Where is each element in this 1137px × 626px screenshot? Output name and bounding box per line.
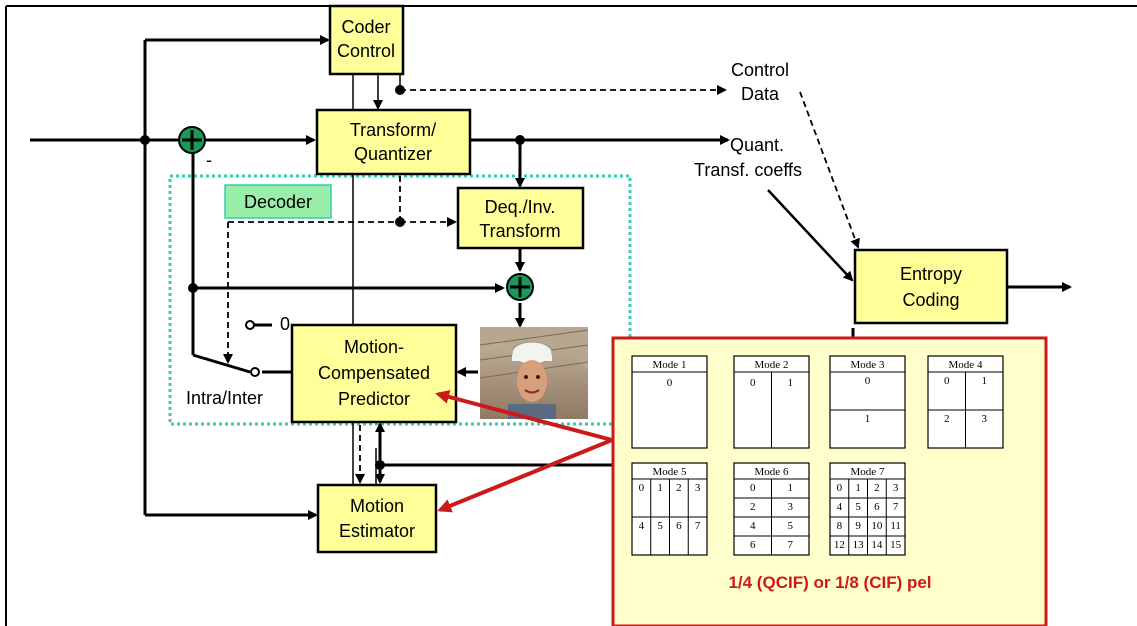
zero-input-label: 0 (280, 314, 290, 334)
transform-quantizer-label-2: Quantizer (354, 144, 432, 164)
control-dashed-lines (223, 85, 860, 484)
mode-cell-label: 3 (788, 501, 794, 513)
mode-cell-label: 1 (855, 482, 861, 494)
mode-cell-label: 0 (750, 377, 756, 389)
mode-cell-label: 1 (865, 413, 871, 425)
mode-cell-label: 0 (639, 482, 645, 494)
mode-tile: Mode 3 0 1 (829, 355, 906, 449)
control-data-label-1: Control (731, 60, 789, 80)
decoder-label-box (224, 184, 332, 219)
mode-title: Mode 2 (755, 359, 789, 371)
mode-cell-label: 14 (871, 539, 883, 551)
transform-quantizer-block (315, 108, 472, 176)
mode-cell-label: 12 (834, 539, 845, 551)
mode-cell-label: 5 (855, 501, 861, 513)
motion-estimator-block (316, 483, 438, 554)
intra-inter-label: Intra/Inter (186, 388, 263, 408)
mode-cell-label: 1 (788, 482, 794, 494)
mode-cell-label: 3 (893, 482, 899, 494)
mode-cell-label: 1 (657, 482, 663, 494)
subpel-precision-label: 1/4 (QCIF) or 1/8 (CIF) pel (728, 573, 931, 592)
mode-title: Mode 3 (851, 359, 885, 371)
mode-tile: Mode 1 0 (631, 355, 708, 449)
mode-cell-label: 15 (890, 539, 902, 551)
motion-compensated-predictor-block (290, 323, 458, 424)
mode-cell-label: 4 (750, 520, 756, 532)
mode-cell-label: 6 (750, 539, 756, 551)
mode-cell-label: 7 (695, 520, 701, 532)
mode-cell-label: 0 (667, 377, 673, 389)
mode-cell-label: 7 (893, 501, 899, 513)
mode-cell-label: 0 (944, 375, 950, 387)
mcp-label-2: Compensated (318, 363, 430, 383)
mode-title: Mode 7 (851, 466, 885, 478)
transf-coeffs-label: Transf. coeffs (694, 160, 802, 180)
mode-cell-label: 5 (657, 520, 663, 532)
junction-dots (140, 85, 525, 470)
mcp-label-3: Predictor (338, 389, 410, 409)
mode-cell-label: 1 (788, 377, 794, 389)
deq-inv-transform-label-1: Deq./Inv. (485, 197, 556, 217)
mode-cell-label: 5 (788, 520, 794, 532)
red-pointer-arrows (435, 390, 613, 513)
mode-cell-label: 10 (871, 520, 883, 532)
mode-cell-label: 6 (676, 520, 682, 532)
mode-cell-label: 0 (865, 375, 871, 387)
adder-plus-icon (178, 126, 206, 154)
coder-control-label-1: Coder (341, 17, 390, 37)
mode-cell-label: 7 (788, 539, 794, 551)
mode-cell-label: 4 (837, 501, 843, 513)
mode-title: Mode 6 (755, 466, 789, 478)
mode-cell-label: 6 (874, 501, 880, 513)
mode-cell-label: 2 (944, 413, 950, 425)
decoder-label: Decoder (244, 192, 312, 212)
mcp-label-1: Motion- (344, 337, 404, 357)
mode-cell-label: 2 (676, 482, 682, 494)
deq-inv-transform-label-2: Transform (479, 221, 560, 241)
coder-control-block (328, 4, 405, 76)
mode-cell-label: 2 (874, 482, 880, 494)
transform-quantizer-label-1: Transform/ (350, 120, 436, 140)
mode-cell-label: 0 (750, 482, 756, 494)
mode-title: Mode 4 (949, 359, 983, 371)
mode-cell-label: 9 (855, 520, 861, 532)
mode-cell-label: 13 (853, 539, 865, 551)
intra-inter-switch (245, 320, 272, 377)
deq-inv-transform-block (456, 186, 585, 250)
entropy-coding-label-2: Coding (902, 290, 959, 310)
mode-cell-label: 2 (750, 501, 756, 513)
adder-plus-icon (506, 273, 534, 301)
coder-control-label-2: Control (337, 41, 395, 61)
mode-cell-label: 0 (837, 482, 843, 494)
entropy-coding-label-1: Entropy (900, 264, 962, 284)
mode-cell-label: 8 (837, 520, 843, 532)
motion-estimator-label-1: Motion (350, 496, 404, 516)
signal-lines (30, 35, 1072, 520)
quant-label: Quant. (730, 135, 784, 155)
mode-title: Mode 5 (653, 466, 687, 478)
mode-tile: Mode 6 0 1 2 3 4 5 6 7 (733, 462, 810, 556)
mode-tile: Mode 4 0 1 2 3 (927, 355, 1004, 449)
mode-cell-label: 11 (890, 520, 901, 532)
mode-cell-label: 3 (695, 482, 701, 494)
control-data-label-2: Data (741, 84, 780, 104)
mode-cell-label: 1 (982, 375, 988, 387)
mode-title: Mode 1 (653, 359, 687, 371)
minus-sign-label: - (206, 150, 212, 170)
mode-cell-label: 4 (639, 520, 645, 532)
motion-estimator-label-2: Estimator (339, 521, 415, 541)
entropy-coding-block (853, 248, 1009, 325)
worker-photo-thumbnail (479, 327, 589, 419)
mode-cell-label: 3 (982, 413, 988, 425)
mode-tile: Mode 2 0 1 (733, 355, 810, 449)
